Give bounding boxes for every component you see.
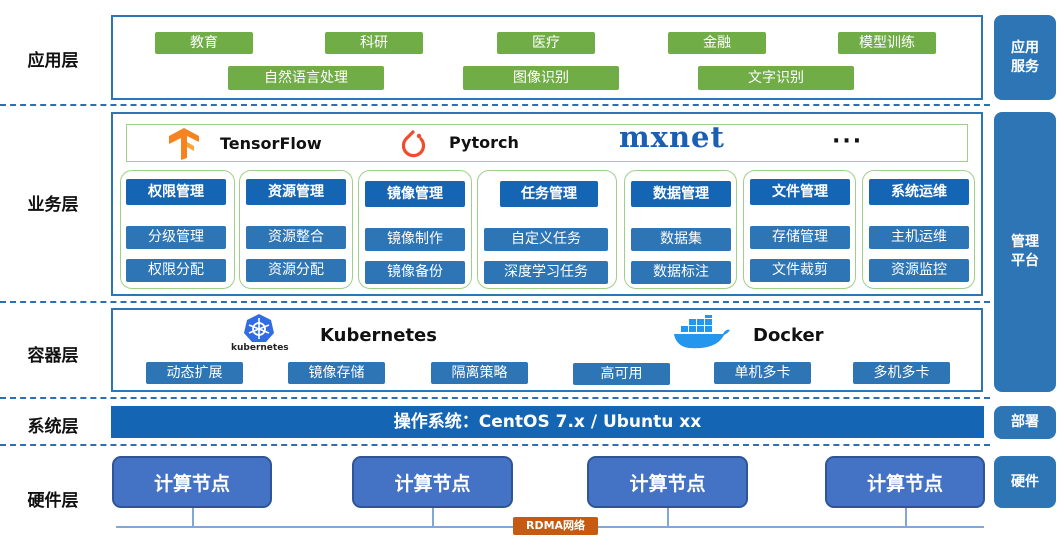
pytorch-label: Pytorch [449,133,519,152]
compute-node: 计算节点 [352,456,513,508]
module-title: 系统运维 [869,179,969,205]
module-image: 镜像管理 镜像制作 镜像备份 [358,170,472,289]
side-label-app-service: 应用 服务 [994,15,1056,100]
kubernetes-logo-text: kubernetes [231,343,289,353]
rdma-network-badge: RDMA网络 [513,517,598,535]
module-item: 镜像备份 [365,261,465,284]
module-data: 数据管理 数据集 数据标注 [624,170,737,289]
module-title: 任务管理 [500,181,598,207]
container-feature-chip: 镜像存储 [288,362,385,384]
module-permission: 权限管理 分级管理 权限分配 [120,170,235,289]
docker-label: Docker [753,325,824,346]
layer-label-system: 系统层 [27,417,79,437]
layer-divider [0,104,990,106]
side-label-deploy: 部署 [994,406,1056,439]
compute-node: 计算节点 [587,456,748,508]
layer-label-container: 容器层 [27,346,79,366]
framework-strip: TensorFlow Pytorch mxnet ··· [126,120,968,164]
layer-label-hardware: 硬件层 [27,491,79,511]
module-item: 文件裁剪 [750,259,850,282]
container-feature-chip: 动态扩展 [146,362,243,384]
container-feature-chip: 隔离策略 [431,362,528,384]
app-chip-image-recognition: 图像识别 [463,66,619,90]
app-chip-medical: 医疗 [497,32,595,54]
side-label-management-platform: 管理 平台 [994,112,1056,392]
module-file: 文件管理 存储管理 文件裁剪 [743,170,856,289]
application-layer-frame: 教育 科研 医疗 金融 模型训练 自然语言处理 图像识别 文字识别 [111,15,983,100]
app-chip-text-recognition: 文字识别 [698,66,854,90]
module-item: 存储管理 [750,226,850,249]
container-layer-frame: kubernetes Kubernetes Docker 动态扩展 镜像存储 隔… [111,308,983,392]
module-title: 权限管理 [126,179,226,205]
module-ops: 系统运维 主机运维 资源监控 [862,170,975,289]
module-item: 权限分配 [126,259,226,282]
app-chip-nlp: 自然语言处理 [228,66,384,90]
os-bar: 操作系统：CentOS 7.x / Ubuntu xx [111,406,984,438]
layer-label-business: 业务层 [27,195,79,215]
app-chip-model-training: 模型训练 [838,32,936,54]
layer-divider [0,301,990,303]
module-title: 资源管理 [246,179,346,205]
module-item: 资源监控 [869,259,969,282]
side-label-hardware: 硬件 [994,456,1056,508]
module-title: 镜像管理 [365,181,465,207]
layer-divider [0,397,990,399]
module-item: 数据标注 [631,261,731,284]
module-task: 任务管理 自定义任务 深度学习任务 [477,170,617,289]
mxnet-logo: mxnet [619,120,725,154]
module-title: 数据管理 [631,181,731,207]
more-frameworks-ellipsis: ··· [832,129,864,154]
module-item: 资源分配 [246,259,346,282]
tensorflow-icon [167,128,201,164]
compute-node: 计算节点 [112,456,272,508]
container-feature-chip: 高可用 [573,363,670,385]
node-connector [432,506,434,526]
module-item: 深度学习任务 [484,261,608,284]
module-item: 数据集 [631,228,731,251]
module-title: 文件管理 [750,179,850,205]
app-chip-finance: 金融 [668,32,766,54]
node-connector [192,506,194,526]
kubernetes-icon [243,313,275,347]
module-item: 主机运维 [869,226,969,249]
module-item: 镜像制作 [365,228,465,251]
app-chip-education: 教育 [155,32,253,54]
layer-label-application: 应用层 [27,51,79,71]
pytorch-icon [399,129,429,163]
node-connector [667,506,669,526]
container-feature-chip: 单机多卡 [714,362,811,384]
module-item: 资源整合 [246,226,346,249]
module-item: 分级管理 [126,226,226,249]
container-feature-chip: 多机多卡 [853,362,950,384]
docker-icon [673,312,731,353]
app-chip-research: 科研 [325,32,423,54]
node-connector [905,506,907,526]
compute-node: 计算节点 [825,456,985,508]
layer-divider [0,444,990,446]
kubernetes-label: Kubernetes [320,325,437,346]
module-item: 自定义任务 [484,228,608,251]
module-resource: 资源管理 资源整合 资源分配 [239,170,353,289]
tensorflow-label: TensorFlow [220,134,322,153]
